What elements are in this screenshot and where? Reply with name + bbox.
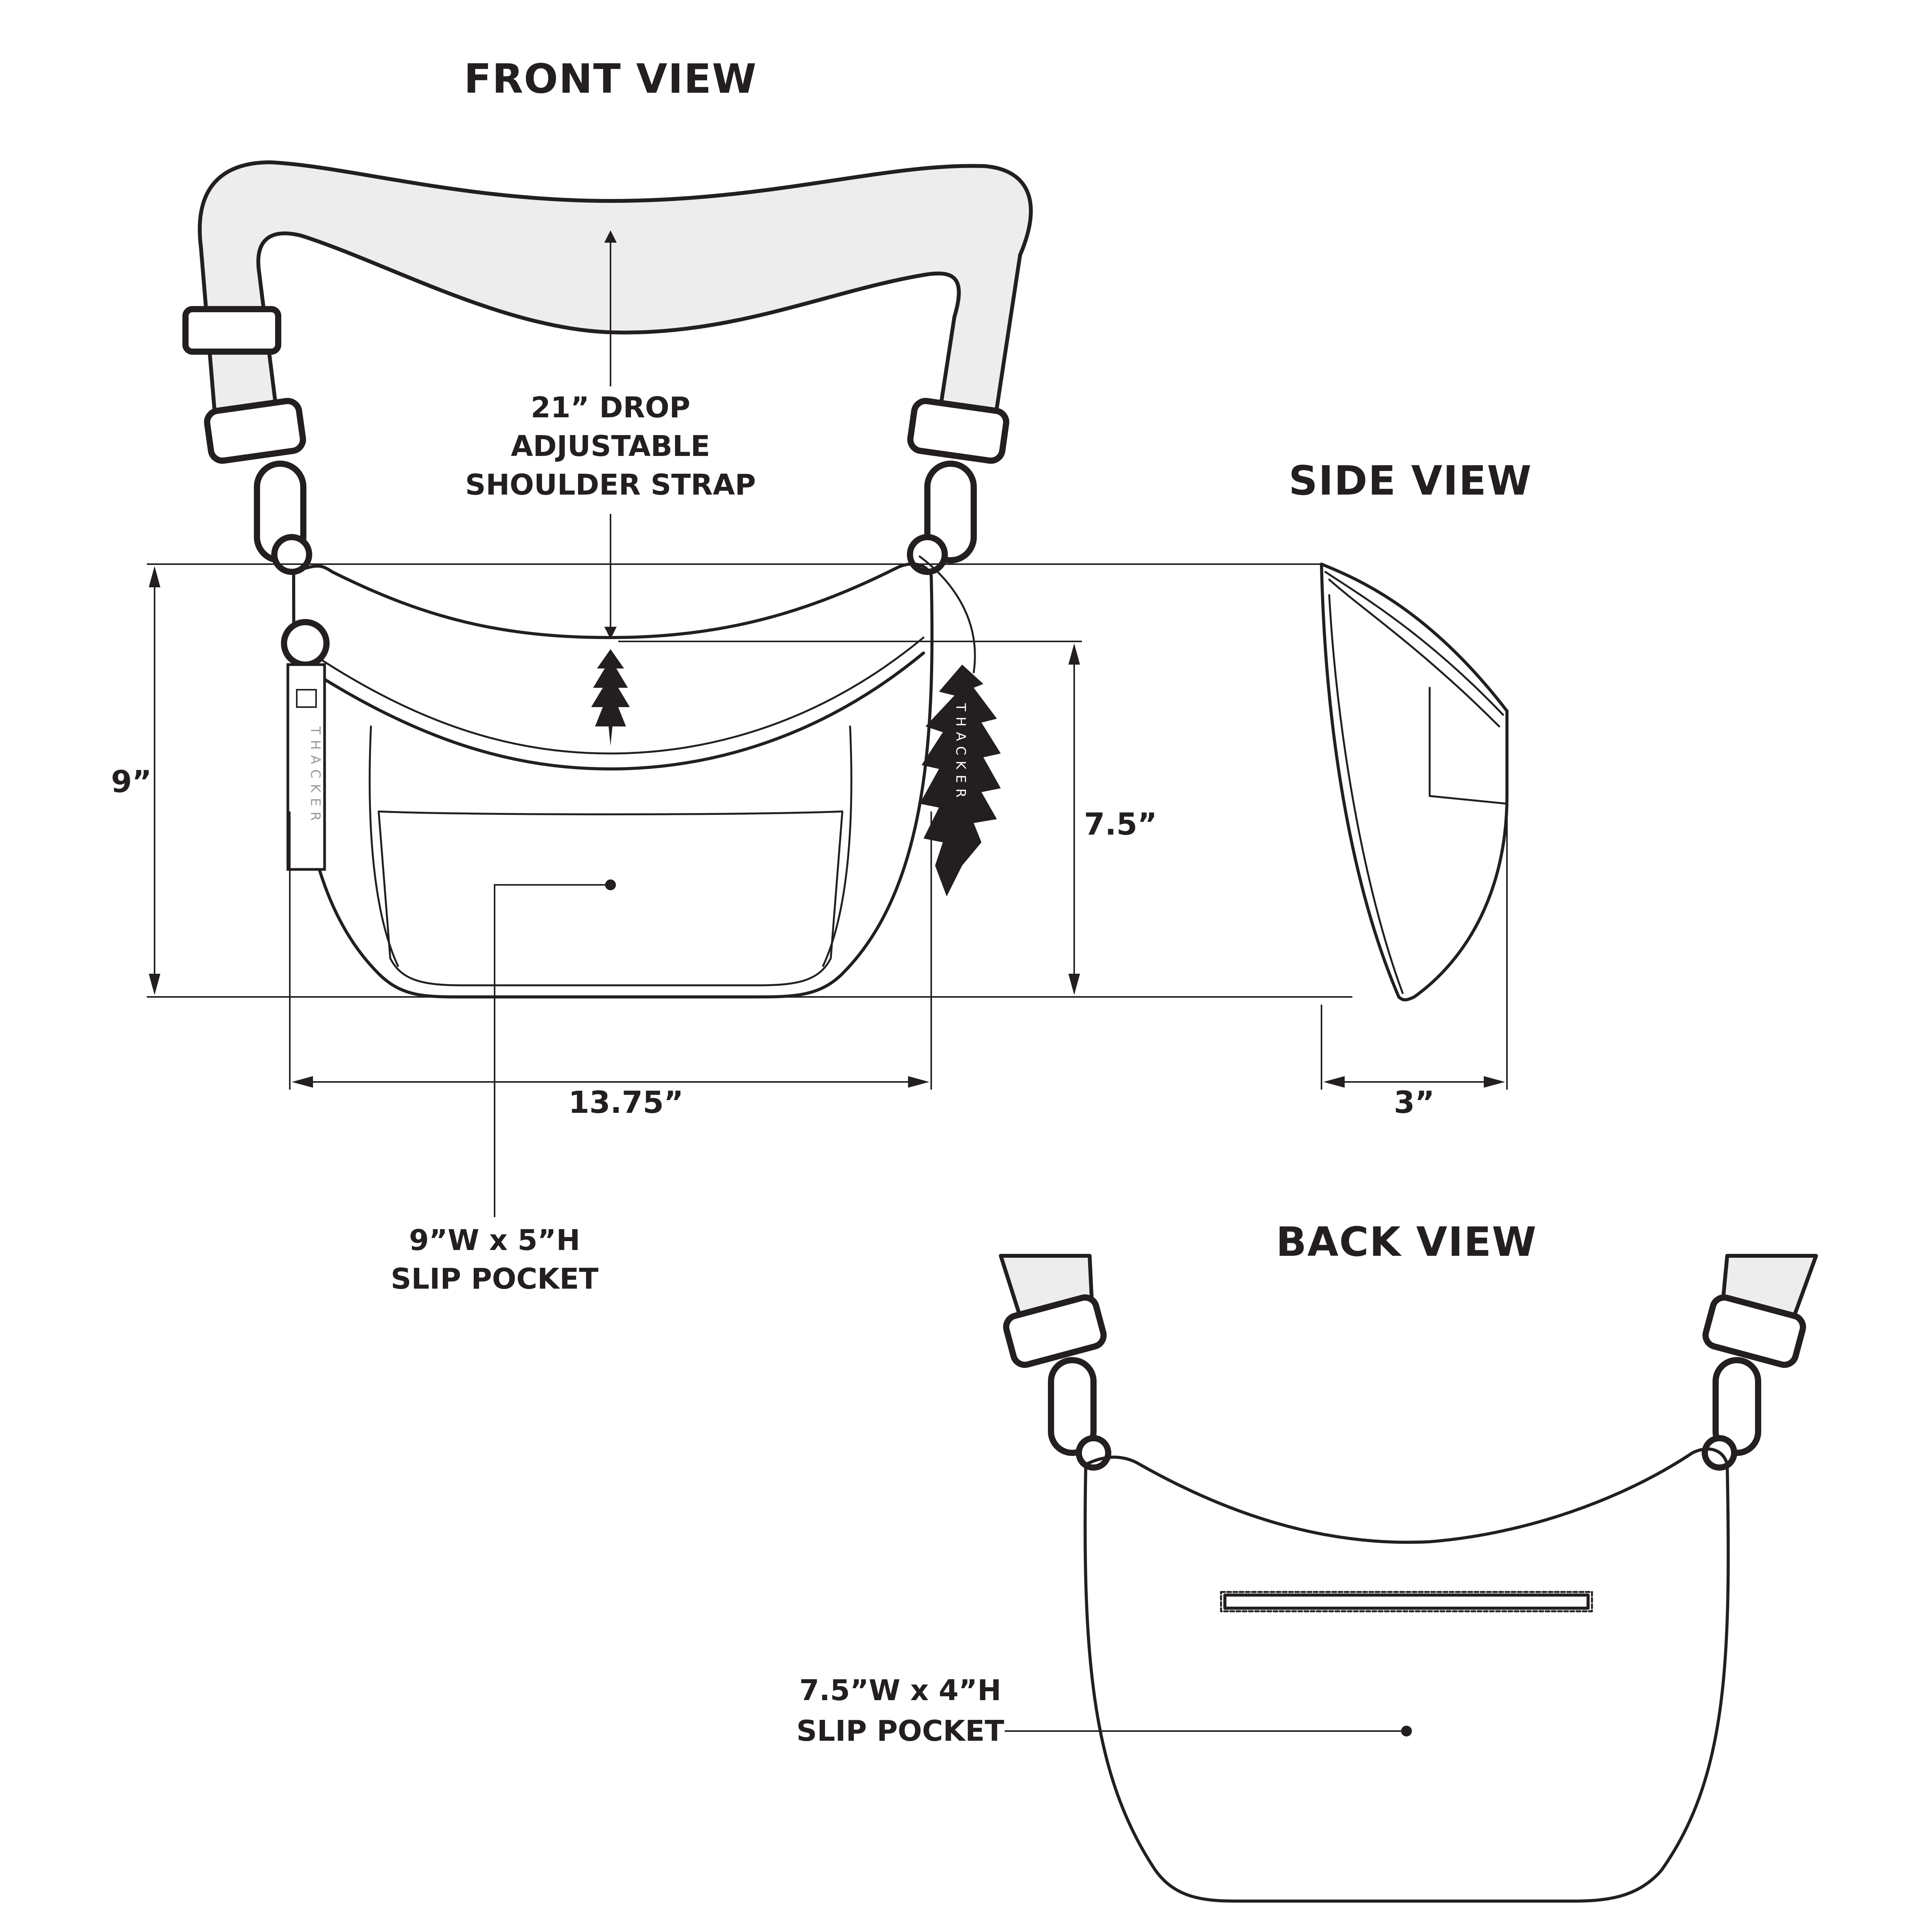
strap-note-line-1: 21” DROP [531, 391, 690, 424]
back-pocket-note-line-1: 7.5”W x 4”H [799, 1674, 1002, 1707]
side-front-panel [1328, 594, 1404, 994]
side-pocket-seam [1429, 687, 1508, 805]
left-clip-ring [271, 534, 312, 575]
right-swivel-clip [924, 461, 977, 563]
back-view-title: BACK VIEW [1276, 1218, 1537, 1265]
front-view-title: FRONT VIEW [464, 55, 757, 102]
back-bag-body [1083, 1447, 1730, 1903]
strap-slider-buckle [182, 306, 281, 355]
thacker-pine-charm: THACKER [918, 555, 1001, 896]
height-label: 9” [111, 765, 152, 799]
front-shoulder-strap [197, 160, 1033, 435]
strap-note-line-2: ADJUSTABLE [511, 430, 710, 463]
front-view: THACKER THACKER 21” DROP ADJUSTABLE SHOU… [111, 160, 1352, 1296]
front-slip-pocket [378, 810, 844, 986]
front-zipper-seam-inner [304, 636, 925, 755]
front-bag-body [292, 562, 934, 998]
tag-brand-text: THACKER [308, 726, 323, 826]
thacker-leather-tag: THACKER [281, 619, 330, 871]
center-pine-emblem [591, 649, 630, 746]
body-height-label: 7.5” [1084, 807, 1157, 842]
right-clip-ring [907, 534, 948, 575]
left-d-ring [204, 398, 306, 464]
side-view-title: SIDE VIEW [1289, 457, 1532, 504]
charm-brand-text: THACKER [953, 703, 968, 803]
side-bag-body [1320, 563, 1509, 1002]
back-pocket-note-line-2: SLIP POCKET [796, 1714, 1004, 1748]
front-zipper-seam [300, 651, 925, 770]
right-d-ring [907, 398, 1009, 464]
side-zipper-seam [1324, 571, 1504, 716]
back-zip-pocket [1220, 1591, 1593, 1612]
side-zipper-seam-inner [1328, 578, 1500, 728]
back-zip-pocket-opening [1223, 1594, 1590, 1610]
width-label: 13.75” [568, 1085, 684, 1120]
back-right-d-ring [1702, 1294, 1806, 1368]
depth-label: 3” [1394, 1085, 1435, 1120]
front-pocket-leader [494, 884, 611, 1217]
front-pocket-note-line-2: SLIP POCKET [391, 1262, 599, 1296]
back-view: 7.5”W x 4”H SLIP POCKET [796, 1254, 1818, 1903]
strap-note-line-3: SHOULDER STRAP [465, 468, 756, 502]
back-left-d-ring [1003, 1294, 1107, 1368]
front-pocket-note-line-1: 9”W x 5”H [409, 1224, 580, 1257]
front-pocket-panel [369, 725, 852, 967]
back-left-swivel-clip [1048, 1357, 1097, 1456]
side-view: 3” [1320, 563, 1509, 1120]
